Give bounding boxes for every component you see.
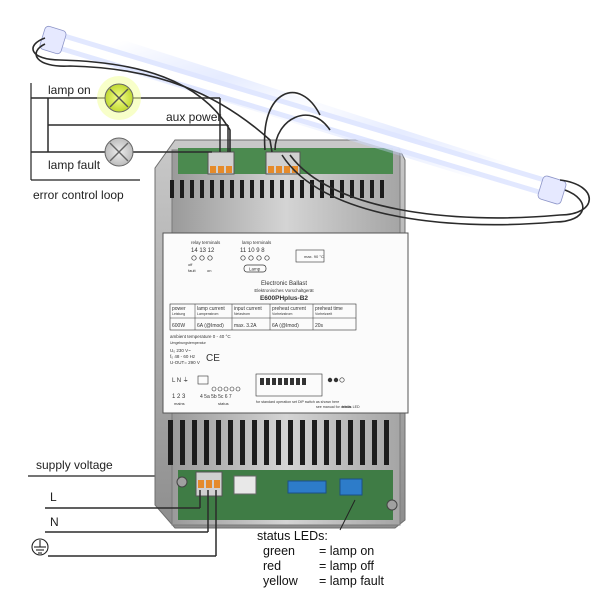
relay-terminals-caption: relay terminals [191, 240, 221, 245]
status-led-pointer [339, 499, 356, 531]
relay-terminal-block [207, 151, 235, 175]
lamp-fault-label: lamp fault [48, 158, 101, 172]
error-control-loop-frame [30, 83, 140, 181]
status-led-meaning: = lamp on [319, 544, 375, 558]
spec-value-lamp-current: 6A (@Imod) [197, 323, 224, 329]
spec-header-preheat-time: preheat time [315, 306, 343, 312]
status-led-meaning: = lamp fault [319, 574, 384, 588]
ambient-temperature-de: Umgebungstemperatur [170, 341, 207, 345]
status-led-row-yellow: yellow = lamp fault [257, 574, 384, 589]
spec-sub-lamp-current: Lampenstrom [197, 312, 218, 316]
ambient-temperature: ambient temperature 0 - 40 °C [170, 334, 231, 339]
status-led-color: yellow [263, 574, 298, 588]
error-control-loop-label: error control loop [33, 188, 124, 202]
output-voltage: U-OUT= 290 V [170, 360, 200, 365]
spec-header-input-current: input current [234, 306, 262, 312]
ground-icon [31, 538, 49, 556]
device-label: relay terminals 14 13 12 off fault on la… [162, 232, 409, 414]
rated-frequency: f₀ 48 - 60 Hz [170, 354, 196, 359]
status-led-row-green: green = lamp on [257, 544, 384, 559]
supply-wires [45, 490, 217, 557]
relay-fault-label: fault [188, 268, 196, 273]
spec-sub-power: Leistung [172, 312, 185, 316]
brand-line-1: Electronic Ballast [261, 281, 307, 287]
spec-sub-preheat-time: Vorheizzeit [315, 312, 332, 316]
spec-sub-input-current: Netzstrom [234, 312, 250, 316]
bottom-vents [168, 420, 389, 465]
spec-value-preheat-current: 6A (@Imod) [272, 323, 299, 329]
spec-header-preheat-current: preheat current [272, 306, 307, 312]
phase-L-label: L [50, 490, 57, 504]
max-temp-label: max. 90 °C [304, 254, 324, 259]
neutral-N-label: N [50, 515, 59, 529]
dip-instructions: for standard operation set DIP switch as… [256, 400, 339, 404]
mains-word: mains [174, 401, 185, 406]
spec-header-power: power [172, 306, 186, 312]
aux-power-label: aux power [166, 110, 222, 124]
spec-header-lamp-current: lamp current [197, 306, 225, 312]
mains-letters: L N ⏚ [172, 377, 189, 384]
lamp-wires [32, 37, 590, 226]
ce-mark: CE [206, 353, 220, 364]
status-terminal-numbers: 4 5a 5b 5c 6 7 [200, 394, 232, 400]
spec-sub-preheat-current: Vorheizstrom [272, 312, 293, 316]
dip-switch-block [287, 478, 363, 496]
status-led-color: red [263, 559, 282, 573]
status-led-meaning: = lamp off [319, 559, 375, 573]
relay-on-label: on [207, 268, 211, 273]
brand-line-2: Elektronisches Vorschaltgerät [254, 288, 314, 293]
relay-terminal-numbers: 14 13 12 [191, 248, 215, 254]
lamp-terminals-caption: lamp terminals [242, 240, 272, 245]
mounting-screw [176, 476, 398, 511]
status-leds-legend: status LEDs: green = lamp on red = lamp … [257, 529, 384, 589]
mains-numbers: 1 2 3 [172, 394, 186, 400]
lamp-terminal-numbers: 11 10 9 8 [240, 248, 265, 254]
error-loop-wires [31, 97, 229, 153]
lamp-on-label: lamp on [48, 83, 91, 97]
model-number: E600PHplus-B2 [260, 295, 308, 302]
status-led-caption: status LED [342, 405, 360, 409]
status-word: status [218, 401, 229, 406]
spec-value-input-current: max. 3.2A [234, 323, 257, 329]
status-leds-title: status LEDs: [257, 529, 328, 543]
supply-voltage-label: supply voltage [36, 458, 113, 472]
rated-voltage: U₀ 230 V~ [170, 348, 191, 353]
spec-value-power: 600W [172, 323, 185, 329]
lamp-word: Lamp [249, 267, 261, 272]
manual-note: see manual for details [316, 405, 351, 409]
relay-off-label: off [188, 262, 193, 267]
status-led-row-red: red = lamp off [257, 559, 384, 574]
lamp-fault-indicator [104, 137, 134, 167]
spec-value-preheat-time: 20s [315, 323, 324, 329]
status-led-color: green [263, 544, 295, 558]
lamp-on-indicator [97, 76, 141, 120]
